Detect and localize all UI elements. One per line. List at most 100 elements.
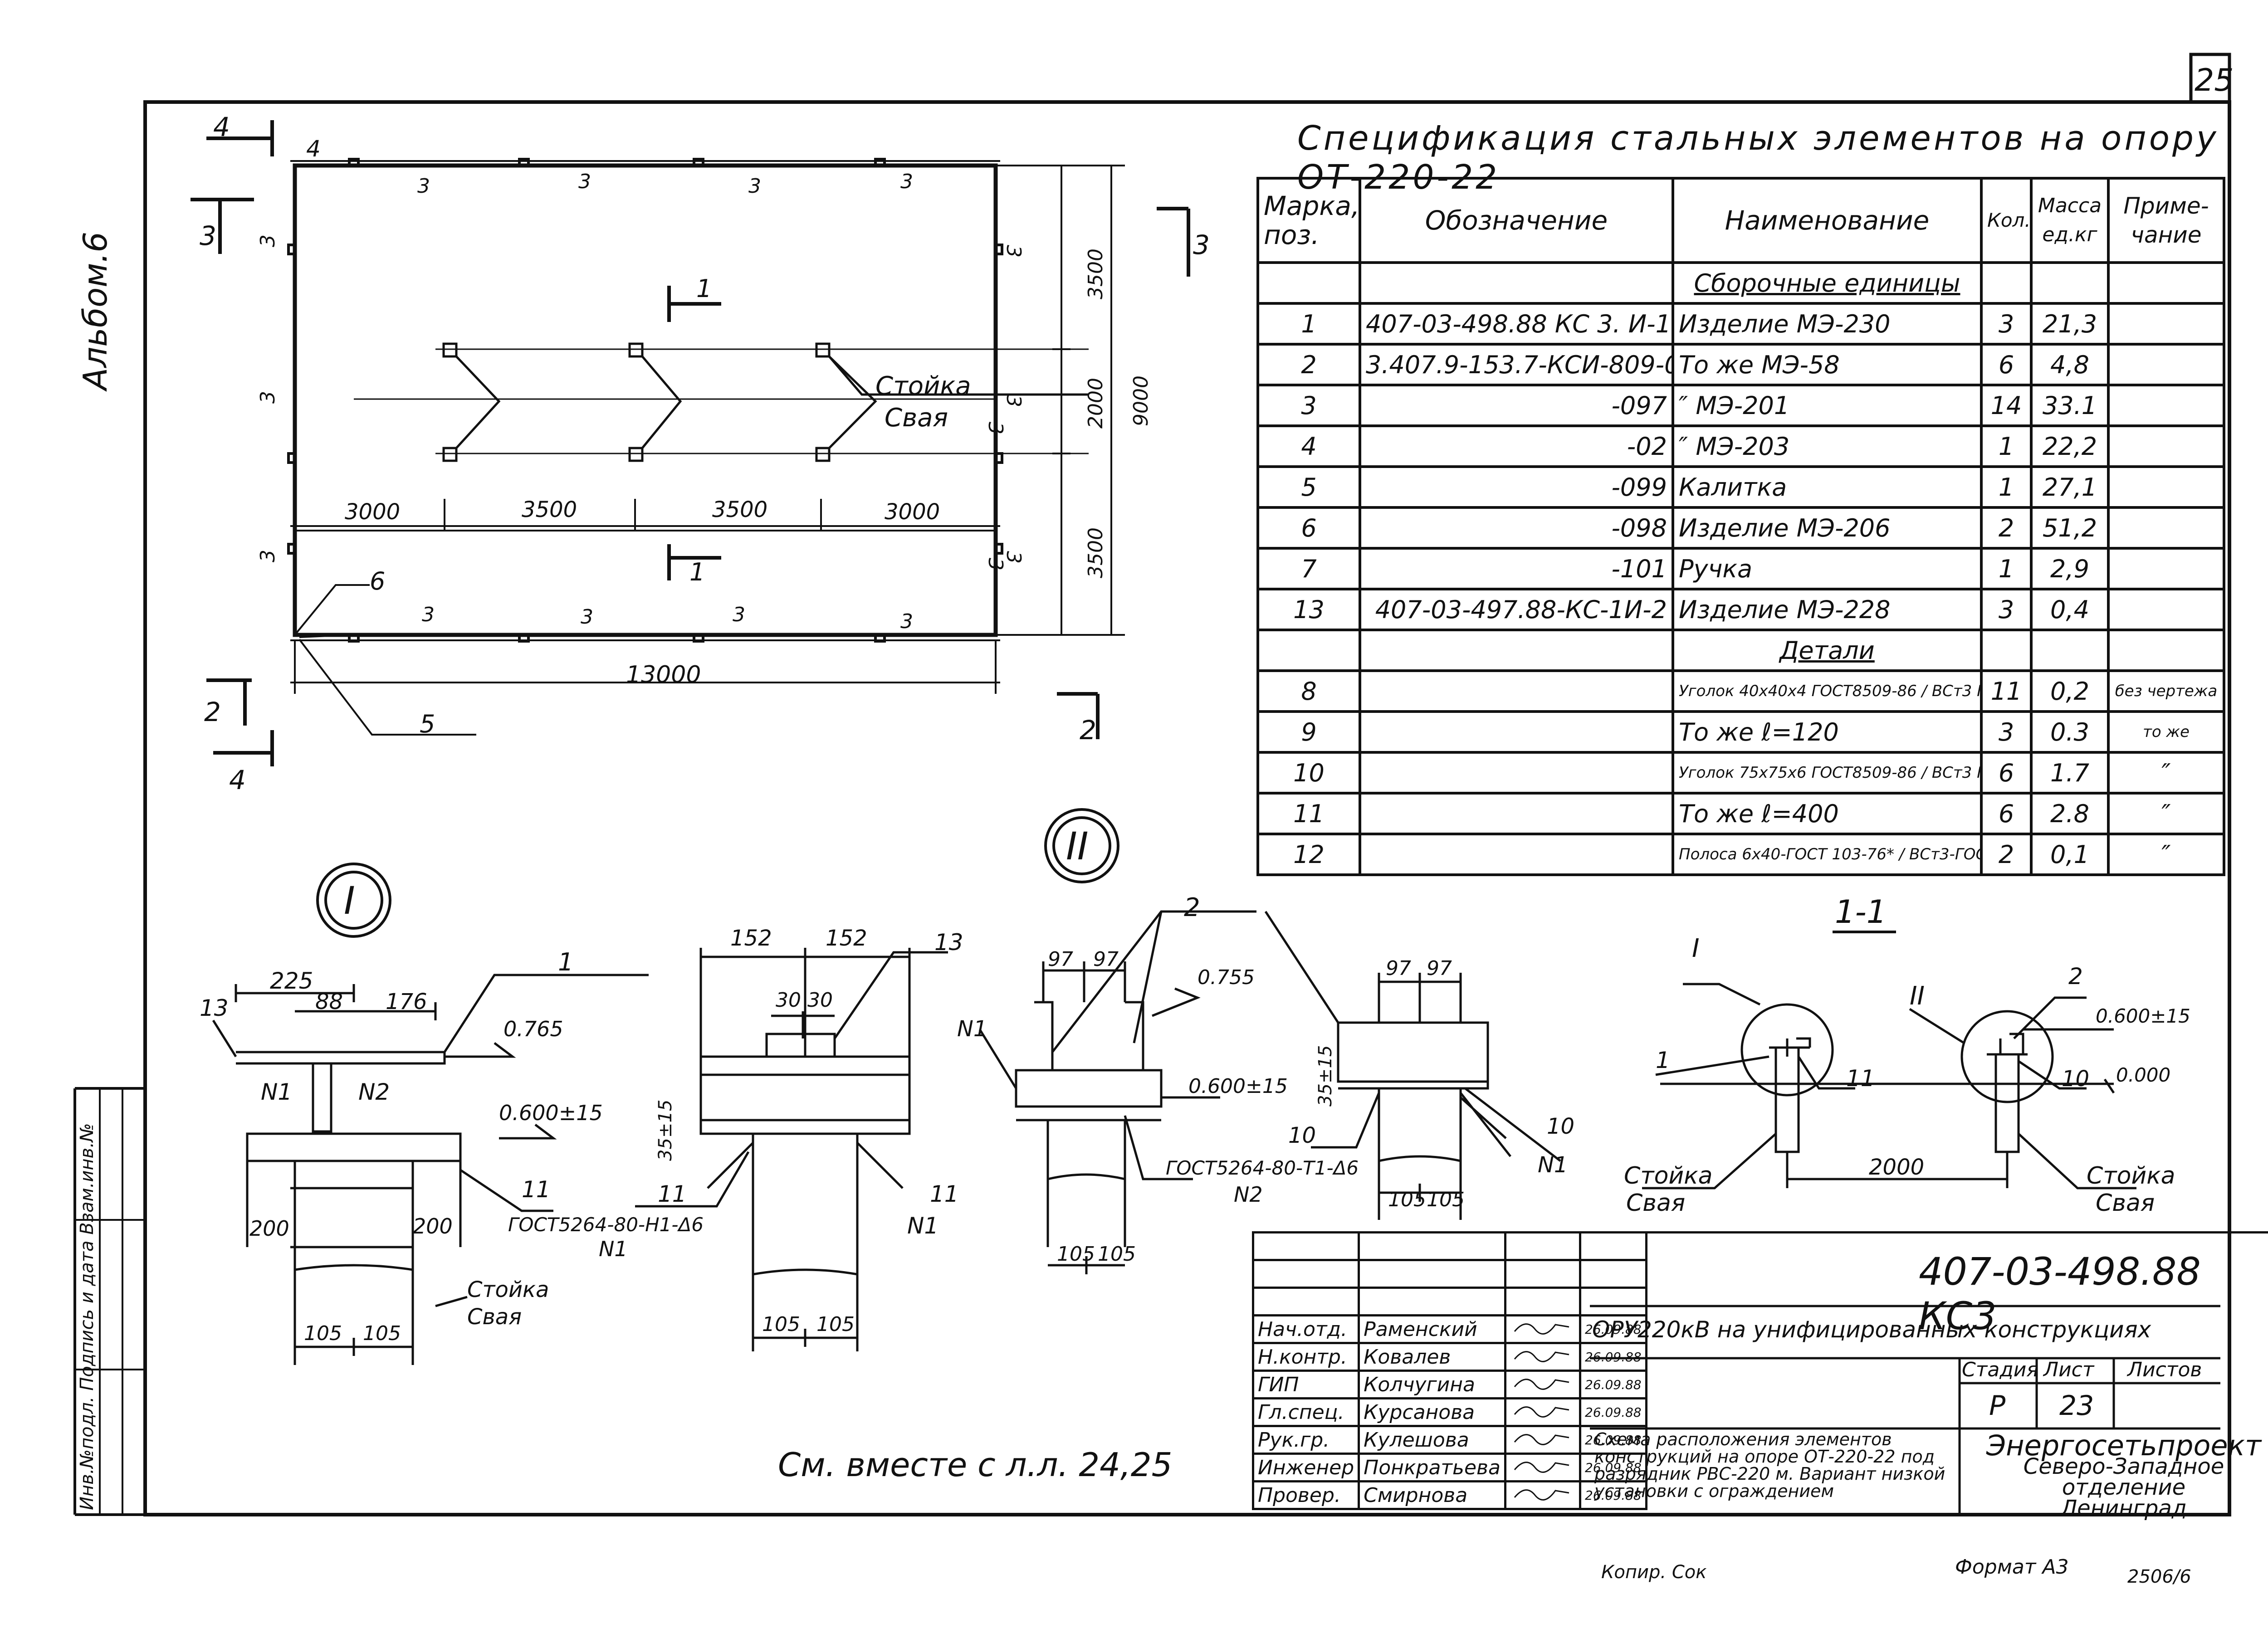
spec-pos: 12 (1258, 834, 1360, 875)
dim: 105 (304, 1322, 342, 1345)
paper-format: Формат А3 (1955, 1555, 2069, 1579)
spec-qty: 3 (1981, 712, 2031, 752)
org-city: Ленинград (1969, 1498, 2268, 1519)
elev: 0.000 (2116, 1064, 2170, 1086)
node-ref: I (1692, 934, 1700, 963)
signature (1505, 1316, 1580, 1343)
signer-name: Смирнова (1359, 1482, 1505, 1509)
signer-role: Н.контр. (1253, 1343, 1359, 1371)
dim: 97 (1093, 948, 1119, 971)
sheets-header: Листов (2127, 1358, 2202, 1381)
weld: N1 (1538, 1152, 1568, 1178)
dim: 105 (762, 1313, 800, 1336)
dim: 152 (730, 926, 772, 951)
spec-designation (1360, 793, 1673, 834)
pile: Свая (1626, 1190, 1685, 1217)
section-1-1-labels: 1-1 I II 2 0.600±15 1 11 10 0.000 2000 С… (1624, 893, 2190, 1217)
dim: 97 (1427, 957, 1452, 980)
project-title: ОРУ220кВ на унифицированных конструкциях (1592, 1316, 2151, 1343)
sign-date: 26.09.88 (1580, 1371, 1646, 1399)
spec-note: без чертежа (2108, 671, 2224, 712)
weld-label: 3 (578, 170, 591, 193)
spec-qty: 3 (1981, 303, 2031, 344)
spec-designation: 407-03-497.88-КС-1И-2 (1360, 589, 1673, 630)
page-number: 25 (2195, 63, 2234, 98)
spec-group-row: Сборочные единицы (1258, 263, 2224, 303)
spec-qty: 1 (1981, 467, 2031, 507)
weld-label: 3 (984, 422, 1007, 434)
position-6: 6 (370, 567, 385, 595)
group-assemblies: Сборочные единицы (1673, 263, 1981, 303)
weld: N2 (1234, 1182, 1263, 1207)
elev: 0.600±15 (2096, 1005, 2190, 1027)
weld-label: 3 (733, 603, 745, 626)
pos: 10 (1547, 1114, 1574, 1139)
node-II-label: II (1066, 824, 1089, 868)
dim: 200 (413, 1214, 453, 1238)
col-name: Наименование (1673, 178, 1981, 263)
spec-mass: 0,2 (2031, 671, 2108, 712)
signer-role: Рук.гр. (1253, 1426, 1359, 1454)
dim: 105 (816, 1313, 855, 1336)
spec-name: Уголок 40х40х4 ГОСТ8509-86 / ВСт3 ГОСТ 5… (1673, 671, 1981, 712)
col-mark: Марка, поз. (1258, 178, 1360, 263)
spec-name: Изделие МЭ-228 (1673, 589, 1981, 630)
pos: 2 (2068, 963, 2083, 990)
sheet-value: 23 (2059, 1390, 2094, 1422)
signature (1505, 1482, 1580, 1509)
node-markers (318, 809, 1118, 936)
weld: N1 (261, 1079, 292, 1105)
spec-note (2108, 467, 2224, 507)
pos: 11 (1846, 1065, 1875, 1092)
weld-label: 3 (1002, 245, 1025, 258)
spec-mass: 4,8 (2031, 344, 2108, 385)
section-mark-4: 4 (213, 112, 230, 142)
spec-pos: 9 (1258, 712, 1360, 752)
spec-designation (1360, 752, 1673, 793)
dim: 225 (270, 968, 313, 994)
spec-qty: 2 (1981, 507, 2031, 548)
spec-designation (1360, 671, 1673, 712)
elev: 0.600±15 (1188, 1075, 1288, 1098)
signer-name: Колчугина (1359, 1371, 1505, 1399)
spec-qty: 6 (1981, 793, 2031, 834)
pos: 10 (2062, 1066, 2089, 1092)
dim: 200 (249, 1216, 289, 1241)
dim-bottom-2: 3500 (522, 497, 577, 522)
spec-designation: -101 (1360, 548, 1673, 589)
stage-header: Стадия (1962, 1358, 2038, 1381)
weld-label: 3 (256, 234, 279, 247)
spec-qty: 2 (1981, 834, 2031, 875)
pos: 11 (930, 1181, 959, 1207)
signature (1505, 1343, 1580, 1371)
dim: 105 (363, 1322, 401, 1345)
section-mark-3: 3 (200, 220, 216, 251)
section-1-1 (1642, 932, 2136, 1188)
pile: Свая (467, 1304, 522, 1330)
pos: 11 (658, 1181, 687, 1207)
dim: 105 (1427, 1188, 1465, 1211)
elev: 0.765 (503, 1017, 563, 1041)
sheet-description: Схема расположения элементов конструкций… (1594, 1431, 1957, 1500)
node-I-label: I (344, 878, 355, 923)
spec-name: Уголок 75х75х6 ГОСТ8509-86 / ВСт3 ГОСТ 5… (1673, 752, 1981, 793)
detail-I-labels: 225 88 176 13 1 0.765 N1 N2 0.600±15 200… (200, 948, 704, 1345)
col-mass: Масса ед.кг (2031, 178, 2108, 263)
spec-note: ″ (2108, 752, 2224, 793)
spec-note: ″ (2108, 793, 2224, 834)
section-mark-2: 2 (204, 697, 221, 727)
spec-mass: 2.8 (2031, 793, 2108, 834)
post: Стойка (2087, 1162, 2175, 1190)
weld-std: ГОСТ5264-80-Т1-Δ6 (1166, 1157, 1359, 1179)
weld-label: 3 (748, 175, 761, 198)
section-title: 1-1 (1835, 893, 1887, 931)
